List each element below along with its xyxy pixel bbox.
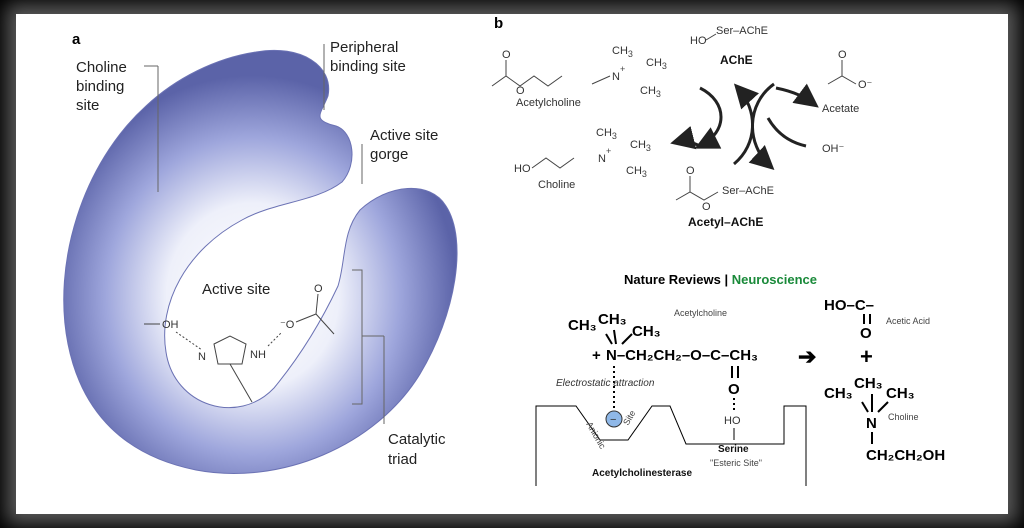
choline-n: N [598,153,606,165]
products-plus: + [860,344,873,369]
choline-ch3-top: CH3 [596,127,617,141]
carbonyl-bond [315,293,319,315]
hydroxide-label: OH⁻ [822,143,845,155]
ache-ho: HO [690,35,707,47]
acetyl-ache-label: Acetyl–AChE [688,215,763,229]
acetate-skeleton [827,75,857,85]
mech-ch3-top: CH₃ [598,311,627,328]
product-choline-label: Choline [888,412,919,422]
acetic-acid-formula: HO–C– [824,297,874,314]
triad-bracket [352,269,363,405]
acetyl-ache-ser: Ser–AChE [722,185,774,197]
anionic-site-minus: − [610,414,616,426]
mech-n-bond-top [613,329,617,345]
reaction-arrow-choline [670,125,701,150]
mechanism-arrow: ➔ [798,344,816,369]
figure-panel: a Choline binding site Peripheral bindin… [16,14,1008,514]
ache-bond [705,33,717,41]
acetylcholine-n-charge: + [620,64,625,74]
carboxylate-o: O [314,283,323,295]
product-choline-tail: CH₂CH₂OH [866,447,945,464]
choline-binding-site-label: Choline binding site [76,59,131,114]
choline-ch3-bottom: CH3 [626,165,647,179]
acetyl-ache-skeleton [675,191,719,201]
choline-skeleton [531,157,575,169]
mech-n-plus: + [592,347,601,364]
mech-carbonyl-o: O [728,381,740,398]
product-ch3-left: CH₃ [824,385,853,402]
ache-ser-label: Ser–AChE [716,25,768,37]
peripheral-binding-site-label: Peripheral binding site [330,39,406,75]
product-ch3-right: CH₃ [886,385,915,402]
mechanism-acetylcholine-label: Acetylcholine [674,308,727,318]
acetylcholinesterase-label: Acetylcholinesterase [592,468,692,479]
reaction-arrow-back [733,83,759,166]
acetylcholine-n-bond [591,75,611,85]
acetate-o-minus: O⁻ [858,79,873,91]
product-n-bond-right [877,401,889,413]
acetylcholine-n: N [612,71,620,83]
acetylcholine-o-carbonyl: O [502,49,511,61]
acetylcholine-ch3-bottom: CH3 [640,85,661,99]
electrostatic-label: Electrostatic attraction [556,378,655,389]
mech-ch3-right: CH₃ [632,323,661,340]
enzyme-pocket-outline [535,405,807,486]
acetylcholine-ch3-right: CH3 [646,57,667,71]
histidine-chain [229,363,253,403]
acetic-acid-o: O [860,325,872,342]
active-site-label: Active site [202,281,270,298]
imidazole-ring [213,335,247,365]
acetylcholine-ch3-top: CH3 [612,45,633,59]
enzyme-shape [63,49,458,474]
choline-n-charge: + [606,146,611,156]
mech-ch3-left: CH₃ [568,317,597,334]
panel-a-letter: a [72,31,81,48]
reaction-arrow-acetate [775,83,819,108]
carboxylate-bond [295,313,317,323]
credit-line: Nature Reviews | Neuroscience [624,272,817,287]
acetic-acid-label: Acetic Acid [886,316,930,326]
choline-ho: HO [514,163,531,175]
imidazole-n: N [198,351,206,363]
panel-b-letter: b [494,15,503,32]
acetate-o: O [838,49,847,61]
ache-label: AChE [720,53,753,67]
acetylcholine-label: Acetylcholine [516,97,581,109]
product-ch3-top: CH₃ [854,375,883,392]
reaction-arrow-oh [766,117,807,148]
active-site-gorge-label: Active site gorge [370,127,443,163]
acetyl-ache-o-carbonyl: O [686,165,695,177]
h-bond-2 [267,331,283,347]
product-n-bond-left [861,401,869,413]
reaction-arrow-left [694,86,723,149]
choline-label: Choline [538,179,575,191]
mech-n-bond-left [605,333,613,345]
acetate-label: Acetate [822,103,859,115]
catalytic-triad-label: Catalytic triad [388,431,450,468]
acetylcholine-o-ester: O [516,85,525,97]
esteric-site-label: "Esteric Site" [710,458,762,468]
anionic-label: Anionic [584,420,608,451]
imidazole-nh: NH [250,349,266,361]
mech-ho: HO [724,415,741,427]
product-n: N [866,415,877,432]
carboxylate-o-minus: ⁻O [280,319,295,331]
serine-label: Serine [718,444,749,455]
serine-oh: OH [162,319,179,331]
mech-n-bond-right [621,333,633,345]
acetylcholine-skeleton [491,75,563,87]
aspartate-chain [315,313,335,335]
figure-svg: a Choline binding site Peripheral bindin… [63,15,945,486]
h-bond-1 [175,331,203,351]
mech-main-formula: N–CH₂CH₂–O–C–CH₃ [606,347,758,364]
anionic-site-label: Site [621,409,637,427]
choline-ch3-right: CH3 [630,139,651,153]
acetyl-ache-o-ester: O [702,201,711,213]
anionic-site-circle [605,410,623,428]
